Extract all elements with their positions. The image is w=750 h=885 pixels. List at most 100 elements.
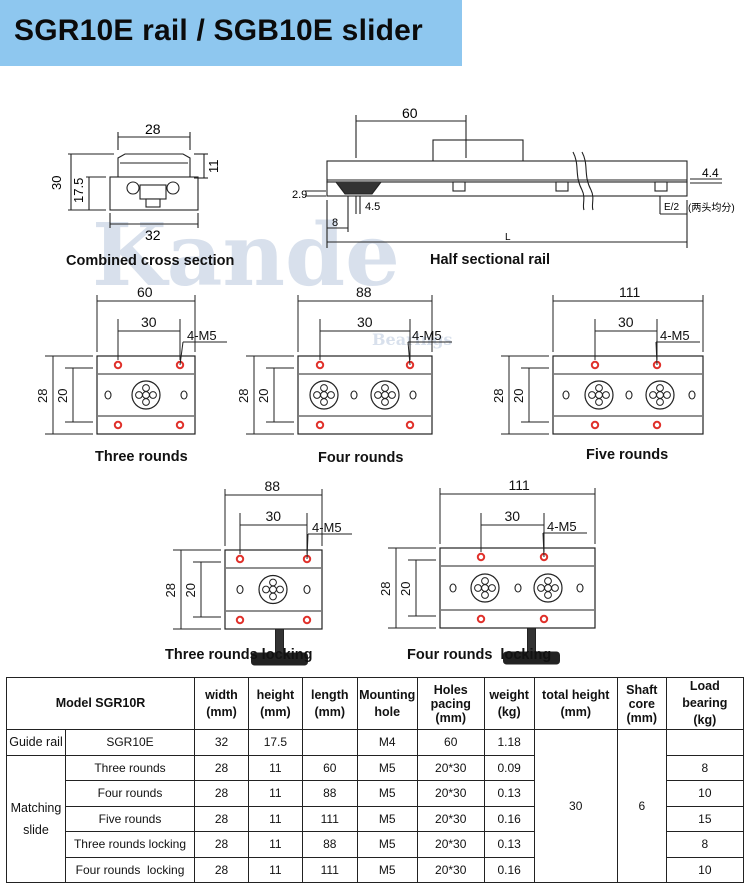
bearing-wheel-ball (551, 584, 559, 592)
half-rail-drawing (305, 115, 722, 248)
bearing-wheel-ball (481, 591, 489, 599)
dim-L: L (505, 232, 511, 243)
dim-bottom-width: 32 (145, 227, 161, 243)
bearing-wheel-ball (381, 391, 389, 399)
bearing-wheel-ball (481, 584, 489, 592)
header-width: width(mm) (194, 677, 249, 730)
cell-holes: 20*30 (416, 754, 485, 781)
header-height: height(mm) (247, 677, 303, 730)
dim-width: 111 (619, 284, 640, 300)
bearing-wheel-ball (313, 391, 321, 399)
cell-total-height: 30 (533, 729, 618, 883)
cell-holes: 20*30 (416, 831, 485, 858)
cell-model: Five rounds (64, 805, 196, 832)
mounting-hole (175, 420, 185, 430)
cell-model: Four rounds (64, 780, 196, 807)
cell-guide-rail-mounting: M4 (356, 729, 418, 756)
bearing-wheel-ball (544, 577, 552, 585)
bearing-wheel-ball (381, 384, 389, 392)
table-row: Three rounds locking 28 11 88 M5 20*30 0… (7, 831, 745, 858)
bearing-wheel-ball (320, 384, 328, 392)
mounting-hole (235, 554, 245, 564)
small-hole (409, 390, 417, 400)
caption-five-rounds: Five rounds (586, 447, 669, 463)
header-total-height: total height(mm) (533, 677, 618, 730)
mounting-hole (539, 614, 549, 624)
mounting-hole (302, 615, 312, 625)
cell-guide-rail-height: 17.5 (247, 729, 303, 756)
bearing-wheel-ball (488, 584, 496, 592)
bearing-wheel-ball (327, 391, 335, 399)
caption-three-rounds: Three rounds (95, 449, 188, 465)
dim-d2: 2.9 (292, 189, 307, 201)
bearing-wheel-ball (374, 391, 382, 399)
dim-height-inner: 20 (398, 582, 413, 596)
callout-leader (179, 341, 184, 366)
cell-height: 11 (247, 754, 303, 781)
small-hole (180, 390, 188, 400)
dim-total-height: 30 (49, 176, 64, 190)
dim-width: 111 (509, 477, 530, 493)
mounting-hole (590, 420, 600, 430)
small-hole (449, 583, 457, 593)
small-hole (562, 390, 570, 400)
dim-height-inner: 20 (256, 389, 271, 403)
cell-mounting: M5 (356, 754, 418, 781)
bearing-wheel-ball (388, 391, 396, 399)
cell-model: Three rounds locking (64, 831, 196, 858)
mounting-hole (113, 360, 123, 370)
dim-pitch: 30 (618, 314, 634, 330)
bearing-wheel-ball (602, 391, 610, 399)
cell-model: Three rounds (64, 754, 196, 781)
small-hole (625, 390, 633, 400)
caption-four-rounds-locking: Four rounds locking (407, 647, 552, 663)
bearing-wheel-ball (588, 391, 596, 399)
bearing-wheel-ball (544, 591, 552, 599)
dim-width: 88 (356, 284, 372, 300)
mounting-hole (652, 420, 662, 430)
cell-shaft-core: 6 (616, 729, 667, 883)
mounting-hole (405, 420, 415, 430)
dim-slider-height: 11 (206, 160, 221, 174)
cell-weight: 0.09 (483, 754, 535, 781)
bearing-wheel-ball (262, 585, 270, 594)
cell-guide-rail-load (665, 729, 745, 756)
bearing-wheel-ball (269, 578, 277, 587)
hole-callout: 4-M5 (312, 520, 342, 535)
bearing-wheel-ball (381, 398, 389, 406)
cell-length: 111 (301, 805, 358, 832)
bearing-wheel-ball (663, 391, 671, 399)
cell-guide-rail-holes: 60 (416, 729, 485, 756)
dim-width: 60 (137, 284, 153, 300)
cell-load: 8 (665, 754, 745, 781)
bearing-wheel-ball (269, 592, 277, 601)
page-title: SGR10E rail / SGB10E slider (14, 14, 423, 47)
caption-half-rail: Half sectional rail (430, 252, 551, 268)
header-model: Model SGR10R (5, 677, 196, 730)
dim-height-total: 28 (35, 389, 50, 403)
cell-weight: 0.13 (483, 780, 535, 807)
callout-leader (407, 341, 411, 366)
table-header-row: Model SGR10R width(mm) height(mm) length… (5, 677, 745, 730)
dim-note: (两头均分) (688, 202, 735, 214)
dim-pitch: 30 (357, 314, 373, 330)
small-hole (350, 390, 358, 400)
table-row: Five rounds 28 11 111 M5 20*30 0.16 15 (7, 805, 745, 832)
cell-guide-rail-length (301, 729, 358, 756)
bearing-wheel-ball (544, 584, 552, 592)
small-hole (236, 584, 244, 595)
cell-holes: 20*30 (416, 805, 485, 832)
cell-mounting: M5 (356, 805, 418, 832)
bearing-wheel-ball (149, 391, 157, 399)
dim-height-inner: 20 (55, 389, 70, 403)
cell-width: 28 (194, 805, 249, 832)
bearing-wheel-ball (595, 398, 603, 406)
cell-load: 8 (665, 831, 745, 858)
small-hole (688, 390, 696, 400)
dim-d4: 8 (332, 217, 338, 229)
title-banner: SGR10E rail / SGB10E slider (0, 0, 462, 66)
cell-guide-rail-label: Guide rail (6, 729, 66, 756)
bearing-wheel-ball (142, 398, 150, 406)
cell-holes: 20*30 (416, 856, 485, 883)
